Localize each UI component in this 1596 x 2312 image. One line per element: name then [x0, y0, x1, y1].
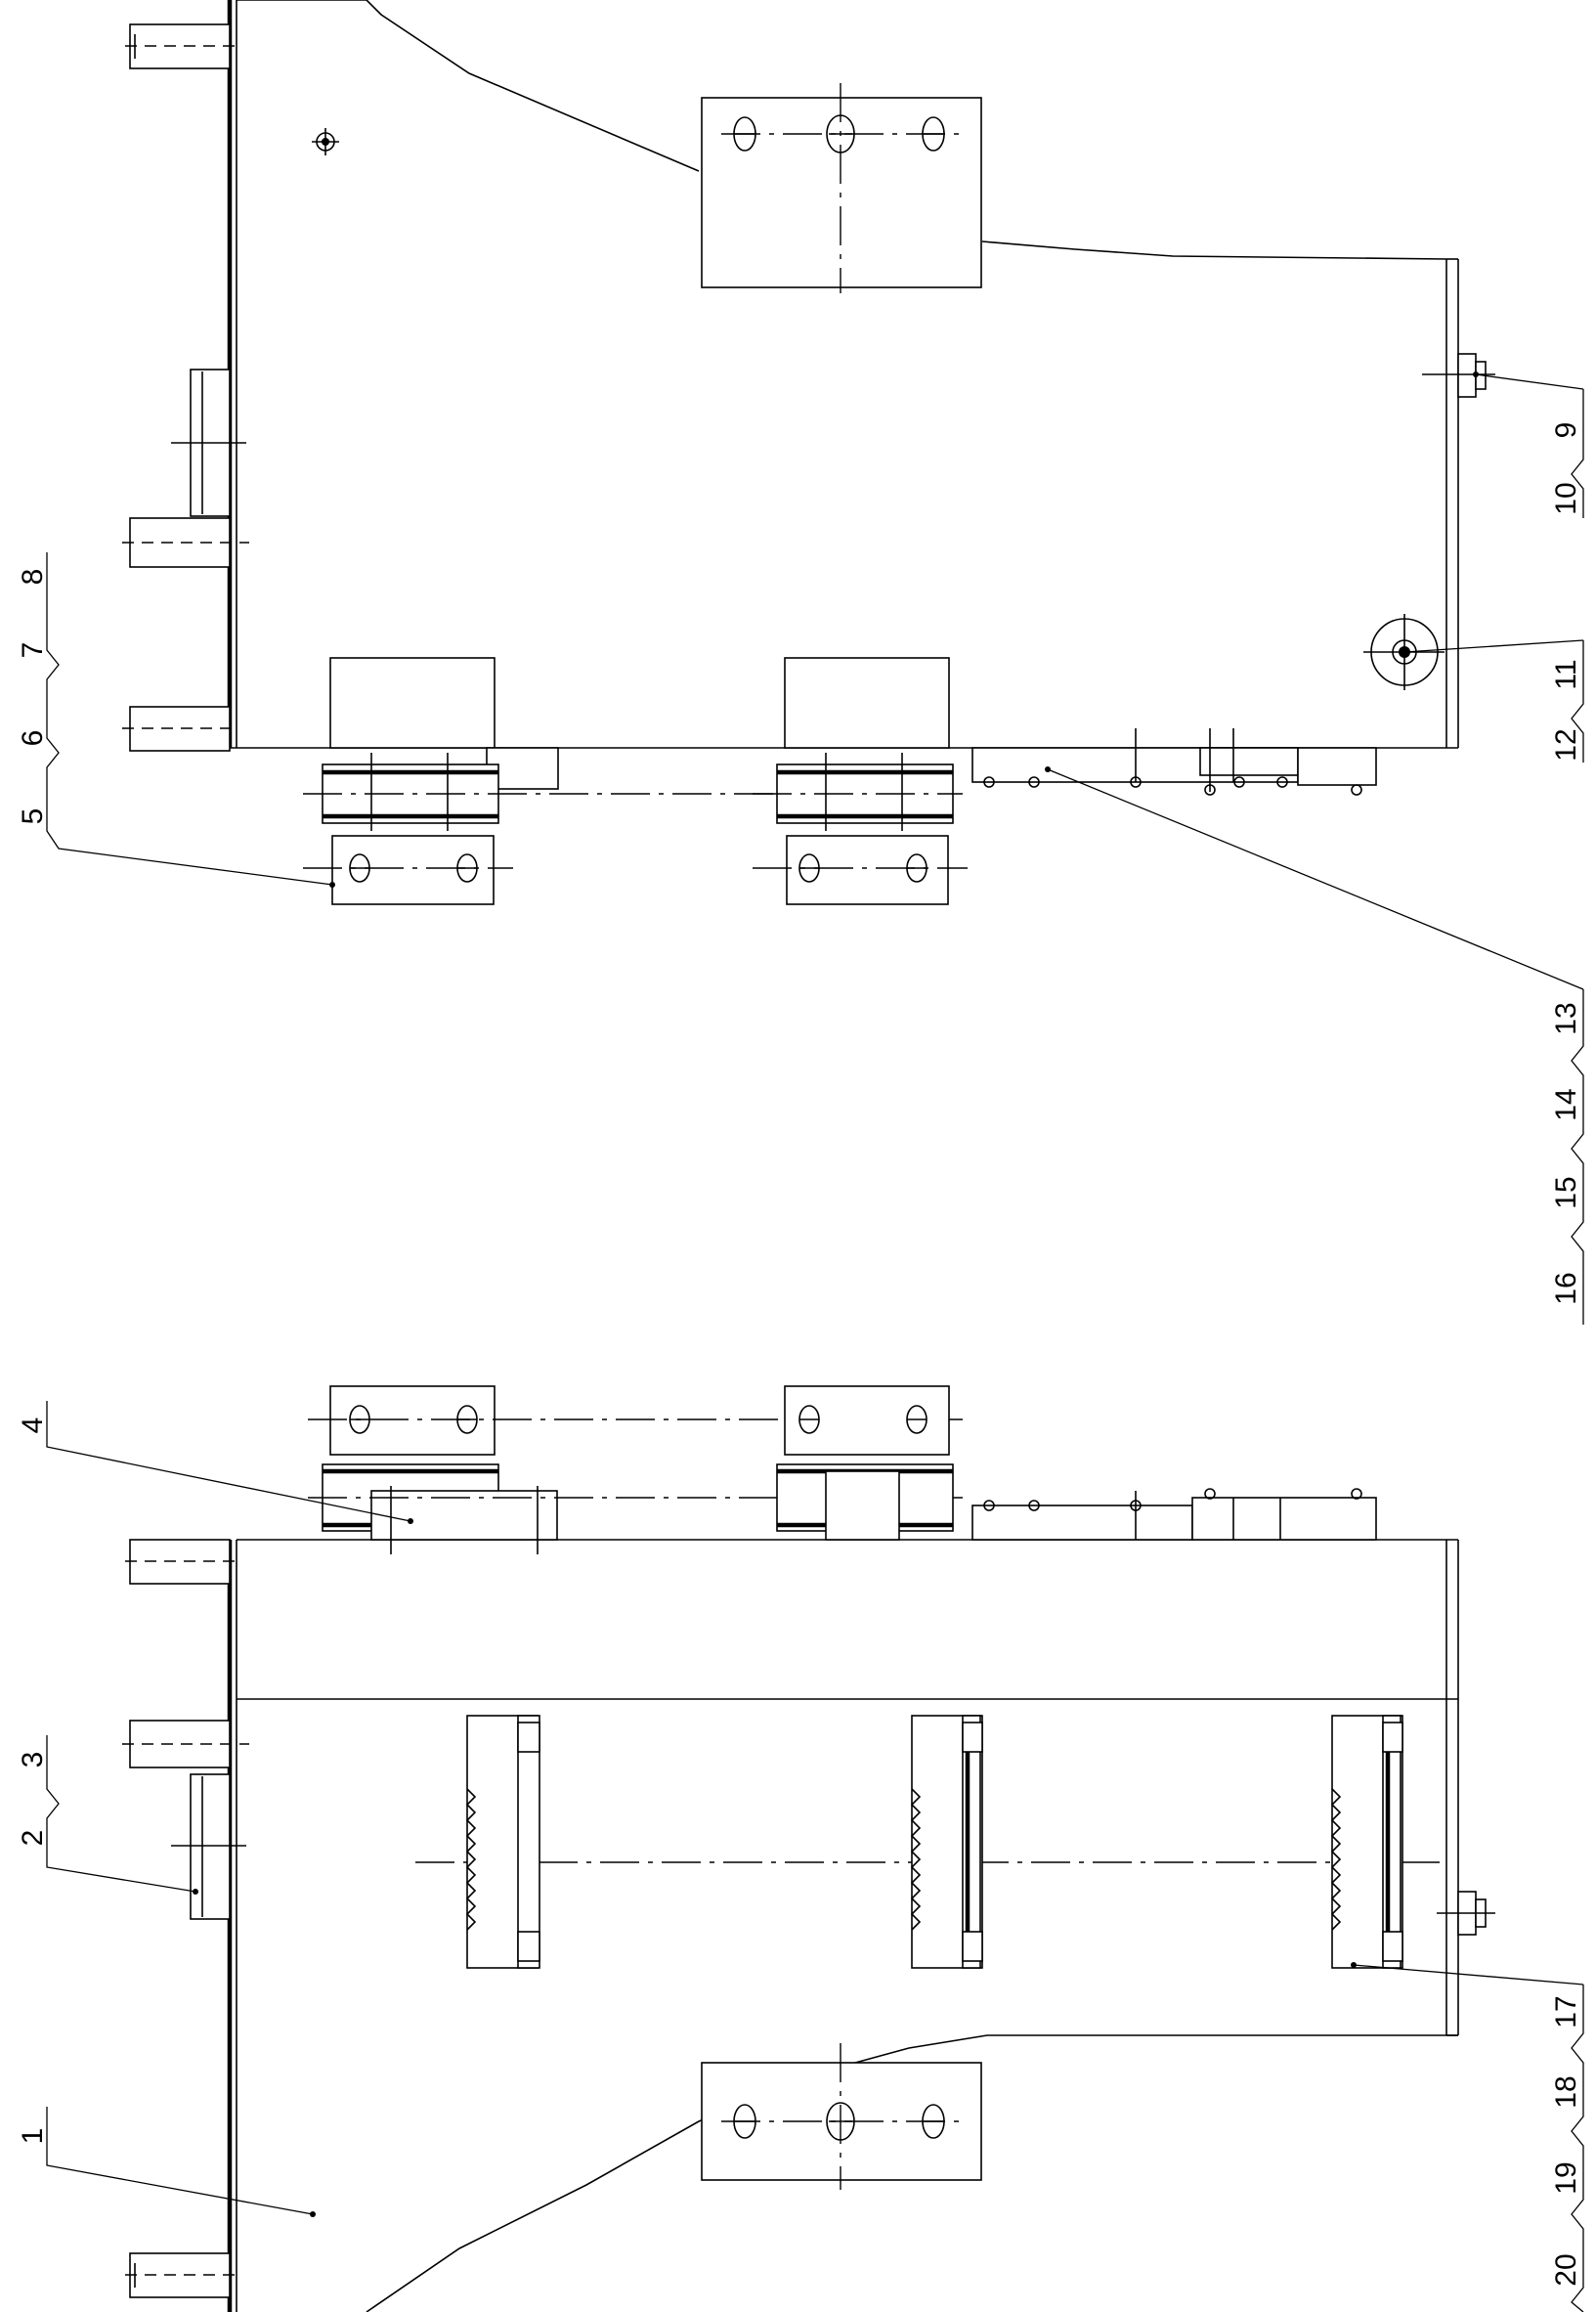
top-view-pins: [122, 23, 249, 752]
top-view-hinge-left: [303, 657, 782, 905]
callout-label: 9: [1550, 422, 1582, 439]
callout-label: 15: [1550, 1176, 1582, 1208]
callout-label: 6: [17, 730, 49, 747]
callout-label: 8: [17, 569, 49, 586]
callout-label: 11: [1550, 659, 1582, 689]
jaw-middle: [910, 1715, 983, 1969]
callout-label: 19: [1550, 2161, 1582, 2194]
bottom-view-bracket: [701, 2043, 982, 2190]
callout-label: 14: [1550, 1088, 1582, 1120]
top-view-washer: [1363, 614, 1445, 690]
leader-lines: [46, 371, 1584, 2312]
top-view-bracket: [701, 83, 982, 293]
callout-label: 4: [17, 1418, 49, 1434]
top-view: [122, 0, 1495, 905]
callout-label: 17: [1550, 1995, 1582, 2028]
callout-label: 5: [17, 808, 49, 825]
bottom-view-clamp-bar: [971, 1488, 1377, 1541]
callout-label: 2: [17, 1830, 49, 1847]
bottom-view-nut: [1437, 1891, 1495, 1936]
jaw-right: [1330, 1715, 1403, 1969]
callout-label: 18: [1550, 2075, 1582, 2108]
callout-label: 20: [1550, 2253, 1582, 2286]
callout-label: 7: [17, 642, 49, 659]
bottom-view-hinge-right: [776, 1385, 954, 1541]
callout-label: 12: [1550, 728, 1582, 761]
callout-label: 3: [17, 1752, 49, 1768]
callout-label: 1: [17, 2128, 49, 2145]
bottom-view-hinge-left: [308, 1385, 968, 1554]
jaw-left: [465, 1715, 540, 1969]
callout-label: 16: [1550, 1272, 1582, 1304]
top-view-clamp-bar: [971, 728, 1377, 796]
callout-labels: 1 2 3 4 5 6 7 8 9 10 11 12 13 14 15 16 1…: [17, 422, 1582, 2287]
bottom-view: [122, 1385, 1495, 2312]
bottom-view-body: [227, 1539, 1459, 2312]
callout-label: 10: [1550, 482, 1582, 514]
callout-label: 13: [1550, 1002, 1582, 1034]
bottom-view-pins: [122, 1539, 249, 2298]
bottom-view-jaws: [415, 1715, 1446, 1969]
locating-mark: [312, 128, 339, 155]
top-view-hinge-right: [753, 657, 968, 905]
